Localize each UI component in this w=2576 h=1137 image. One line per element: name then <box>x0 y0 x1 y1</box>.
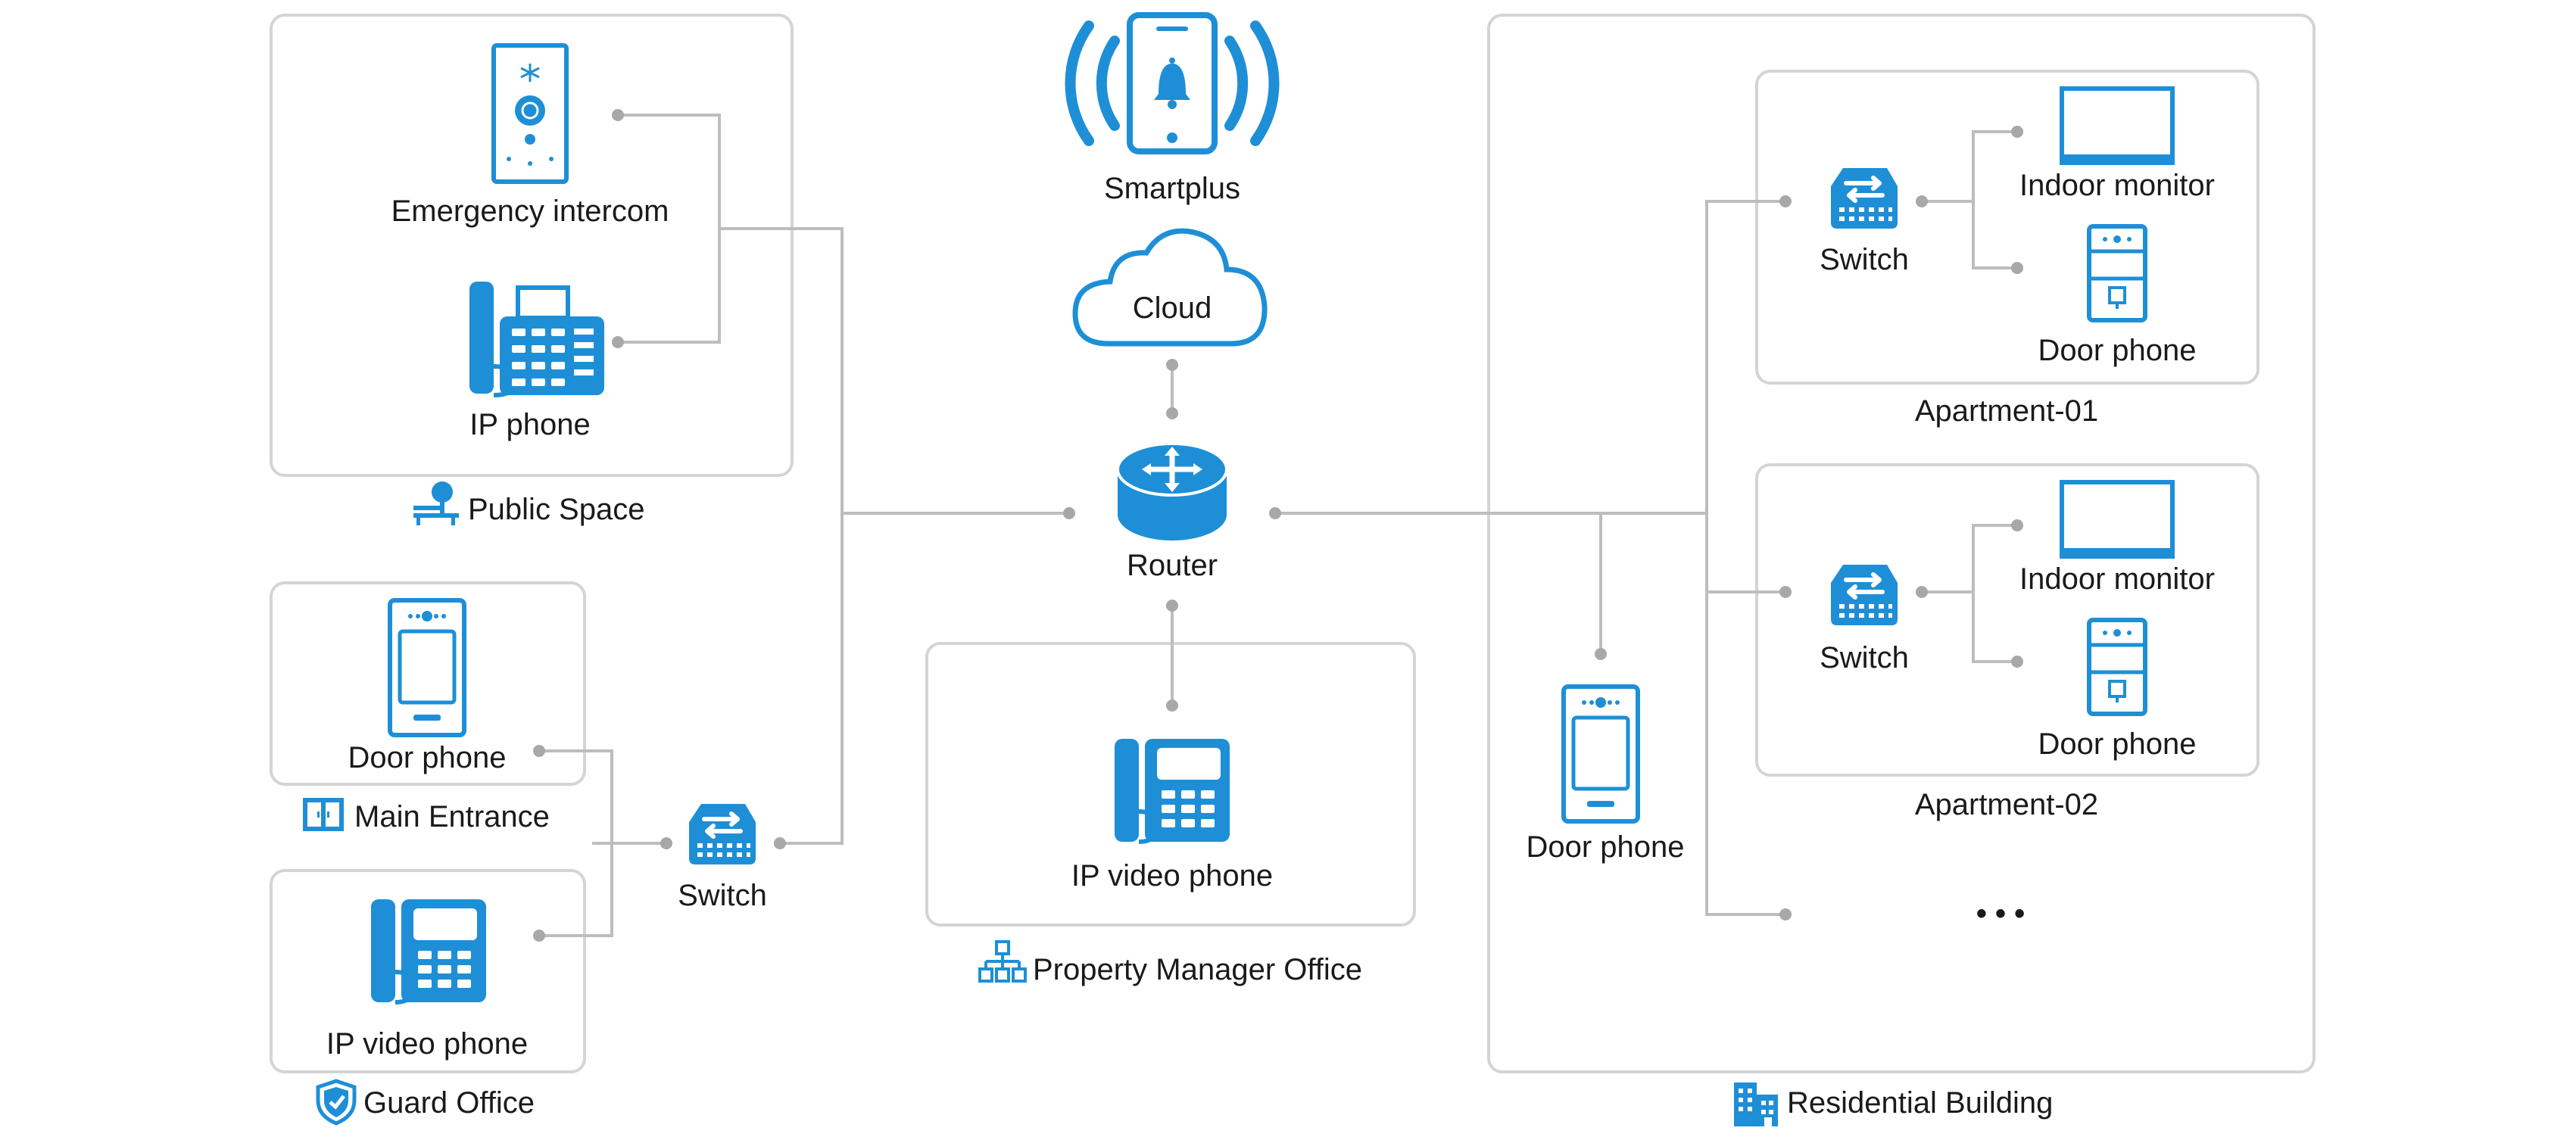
property-manager-office-label: Property Manager Office <box>1033 953 1362 986</box>
cloud-label: Cloud <box>1133 291 1212 325</box>
apartment-01-frame <box>1755 70 2259 385</box>
emergency-intercom-label: Emergency intercom <box>391 195 669 228</box>
apt2-door-phone-label: Door phone <box>2038 727 2196 761</box>
apt1-indoor-monitor-label: Indoor monitor <box>2019 169 2215 202</box>
door-icon <box>303 798 344 831</box>
connection-dots <box>533 109 2023 942</box>
entrance-door-phone-label: Door phone <box>348 741 506 774</box>
apt1-switch-icon <box>1831 168 1898 229</box>
apartment-02-frame <box>1755 463 2259 777</box>
cloud-icon <box>1072 228 1268 347</box>
apartment-02-label: Apartment-02 <box>1915 788 2098 821</box>
apt2-switch-label: Switch <box>1820 641 1909 674</box>
manager-ip-video-phone-label: IP video phone <box>1071 859 1273 892</box>
main-entrance-label: Main Entrance <box>354 800 550 833</box>
guard-ip-video-phone-icon <box>371 899 486 1002</box>
emergency-intercom-icon <box>491 43 569 184</box>
apt1-switch-label: Switch <box>1820 243 1909 276</box>
left-switch-label: Switch <box>678 879 767 912</box>
more-apartments-indicator: • • • <box>1976 897 2025 930</box>
building-door-phone-label: Door phone <box>1526 830 1684 864</box>
public-ip-phone-icon <box>469 282 604 397</box>
apt2-switch-icon <box>1831 565 1898 625</box>
public-space-frame <box>270 14 794 477</box>
public-ip-phone-label: IP phone <box>469 408 590 441</box>
org-chart-icon <box>978 940 1027 983</box>
router-label: Router <box>1127 549 1218 582</box>
left-switch-icon <box>689 804 756 864</box>
shield-icon <box>316 1079 357 1126</box>
residential-building-label: Residential Building <box>1787 1086 2053 1120</box>
public-space-label: Public Space <box>468 493 644 526</box>
apartment-01-label: Apartment-01 <box>1915 394 2098 428</box>
router-icon <box>1116 442 1228 540</box>
main-entrance-frame <box>270 581 586 786</box>
guard-ip-video-phone-label: IP video phone <box>326 1027 528 1061</box>
smartplus-label: Smartplus <box>1104 172 1240 205</box>
apt2-indoor-monitor-label: Indoor monitor <box>2019 562 2215 596</box>
smartplus-icon <box>1065 12 1280 154</box>
building-icon <box>1734 1082 1778 1126</box>
connections <box>539 114 2017 937</box>
manager-ip-video-phone-icon <box>1115 739 1230 842</box>
park-icon <box>413 481 459 525</box>
apt1-door-phone-label: Door phone <box>2038 334 2196 367</box>
guard-office-label: Guard Office <box>363 1086 535 1120</box>
